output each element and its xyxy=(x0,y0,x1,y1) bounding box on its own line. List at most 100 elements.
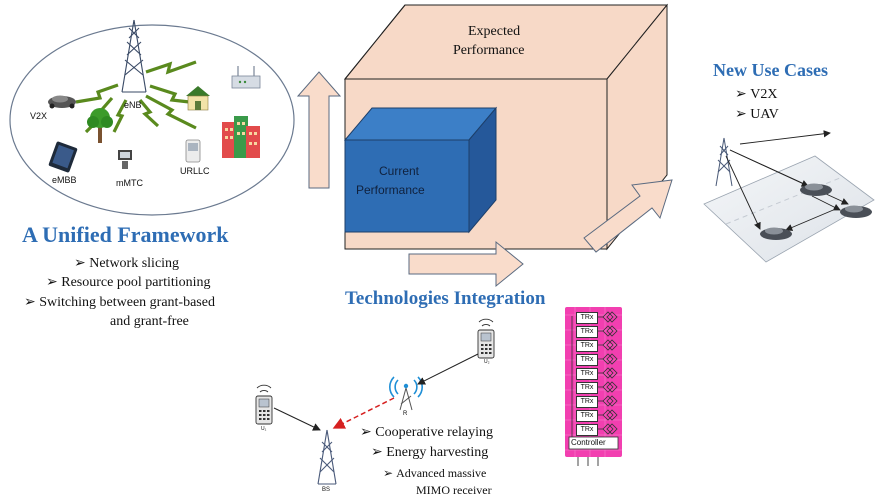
expected-label-line1: Expected xyxy=(468,24,521,39)
trx-label: TRx xyxy=(576,424,598,436)
link-u2-relay xyxy=(417,353,479,385)
bullet-glyph: ➢ xyxy=(24,295,36,310)
framework-bullet-1-text: Network slicing xyxy=(89,256,180,271)
tech-bullet-3-text: Advanced massive xyxy=(396,466,487,480)
network-ellipse-group xyxy=(9,19,295,216)
router-icon xyxy=(231,66,261,89)
label-mmtc: mMTC xyxy=(116,178,143,188)
framework-bullet-3: ➢ Switching between grant-based xyxy=(24,294,215,311)
bullet-glyph: ➢ xyxy=(74,256,86,271)
computer-icon xyxy=(118,150,132,169)
antenna-element-icon xyxy=(598,381,618,393)
antenna-element-icon xyxy=(598,339,618,351)
tech-bullet-2: ➢ Energy harvesting xyxy=(371,444,488,461)
label-urllc: URLLC xyxy=(180,166,210,176)
trx-row: TRx xyxy=(576,381,620,394)
trx-row: TRx xyxy=(576,409,620,422)
use-case-bullet-2-text: UAV xyxy=(750,107,779,122)
current-cube-front xyxy=(344,139,470,233)
car-icon xyxy=(48,95,76,109)
trx-label: TRx xyxy=(576,340,598,352)
antenna-element-icon xyxy=(598,409,618,421)
trx-label: TRx xyxy=(576,410,598,422)
house-icon xyxy=(186,86,210,111)
antenna-element-icon xyxy=(598,325,618,337)
use-case-bullet-1: ➢ V2X xyxy=(735,86,777,103)
road-car-2 xyxy=(840,205,872,218)
antenna-element-icon xyxy=(598,423,618,435)
current-label-line1: Current xyxy=(379,164,420,178)
trx-label: TRx xyxy=(576,368,598,380)
expected-label-line2: Performance xyxy=(453,43,525,58)
roadside-tower-icon xyxy=(715,137,733,187)
tech-bullet-3-cont: MIMO receiver xyxy=(416,483,492,497)
label-embb: eMBB xyxy=(52,175,77,185)
buildings-icon xyxy=(222,116,260,158)
v2x-links xyxy=(725,130,849,231)
controller-box xyxy=(568,436,619,450)
framework-bullet-1: ➢ Network slicing xyxy=(74,255,179,272)
bullet-glyph: ➢ xyxy=(383,466,394,480)
antenna-element-icon xyxy=(598,311,618,323)
tree-icon xyxy=(87,108,113,143)
tech-bullet-2-text: Energy harvesting xyxy=(386,445,489,460)
use-case-bullet-2: ➢ UAV xyxy=(735,106,779,123)
trx-row: TRx xyxy=(576,339,620,352)
antenna-element-icon xyxy=(598,395,618,407)
trx-label: TRx xyxy=(576,354,598,366)
arrow-diagonal xyxy=(583,179,673,253)
label-bs: BS xyxy=(322,487,331,493)
tech-bullet-1: ➢ Cooperative relaying xyxy=(360,424,493,441)
bs-tower-icon xyxy=(317,429,337,485)
trx-row: TRx xyxy=(576,353,620,366)
framework-bullet-3-cont: and grant-free xyxy=(110,314,189,329)
label-u1: U₁ xyxy=(261,426,267,432)
arrow-right xyxy=(408,240,524,288)
trx-label: TRx xyxy=(576,382,598,394)
link-relay-bs xyxy=(332,397,395,429)
relay-tower-icon xyxy=(389,376,423,411)
label-r: R xyxy=(403,411,408,417)
bullet-glyph: ➢ xyxy=(371,445,383,460)
bullet-glyph: ➢ xyxy=(360,425,372,440)
label-v2x: V2X xyxy=(30,111,48,121)
trx-row: TRx xyxy=(576,395,620,408)
antenna-element-icon xyxy=(598,353,618,365)
arrow-up xyxy=(296,71,342,189)
road-scene xyxy=(703,130,875,263)
bullet-glyph: ➢ xyxy=(735,107,747,122)
tech-bullet-1-text: Cooperative relaying xyxy=(375,425,494,440)
current-label-line2: Performance xyxy=(356,183,425,197)
trx-label: TRx xyxy=(576,326,598,338)
framework-title: A Unified Framework xyxy=(22,222,229,247)
tech-bullet-3: ➢ Advanced massive xyxy=(383,466,486,481)
phone-u2-icon xyxy=(477,318,495,359)
trx-row: TRx xyxy=(576,367,620,380)
framework-bullet-2: ➢ Resource pool partitioning xyxy=(46,274,211,291)
use-cases-title: New Use Cases xyxy=(713,60,828,80)
road-car-3 xyxy=(760,227,792,240)
trx-row: TRx xyxy=(576,325,620,338)
antenna-element-icon xyxy=(598,367,618,379)
controller-label: Controller xyxy=(571,438,606,447)
link-u1-bs xyxy=(273,407,321,431)
label-enb: eNB xyxy=(124,100,142,110)
framework-bullet-3-text: Switching between grant-based xyxy=(39,295,215,310)
block-arrows xyxy=(296,71,673,288)
device-icon xyxy=(185,139,201,163)
bullet-glyph: ➢ xyxy=(46,275,58,290)
relay-scene xyxy=(255,318,495,485)
phone-u1-icon xyxy=(255,384,273,425)
road-car-1 xyxy=(800,183,832,196)
performance-cube xyxy=(343,3,669,251)
bullet-glyph: ➢ xyxy=(735,87,747,102)
tablet-icon xyxy=(48,141,78,173)
trx-row: TRx xyxy=(576,311,620,324)
trx-row: TRx xyxy=(576,423,620,436)
label-u2: U₂ xyxy=(484,359,490,365)
use-case-bullet-1-text: V2X xyxy=(750,87,778,102)
tech-title: Technologies Integration xyxy=(345,288,546,309)
enb-tower-icon xyxy=(121,19,147,93)
framework-bullet-2-text: Resource pool partitioning xyxy=(61,275,211,290)
